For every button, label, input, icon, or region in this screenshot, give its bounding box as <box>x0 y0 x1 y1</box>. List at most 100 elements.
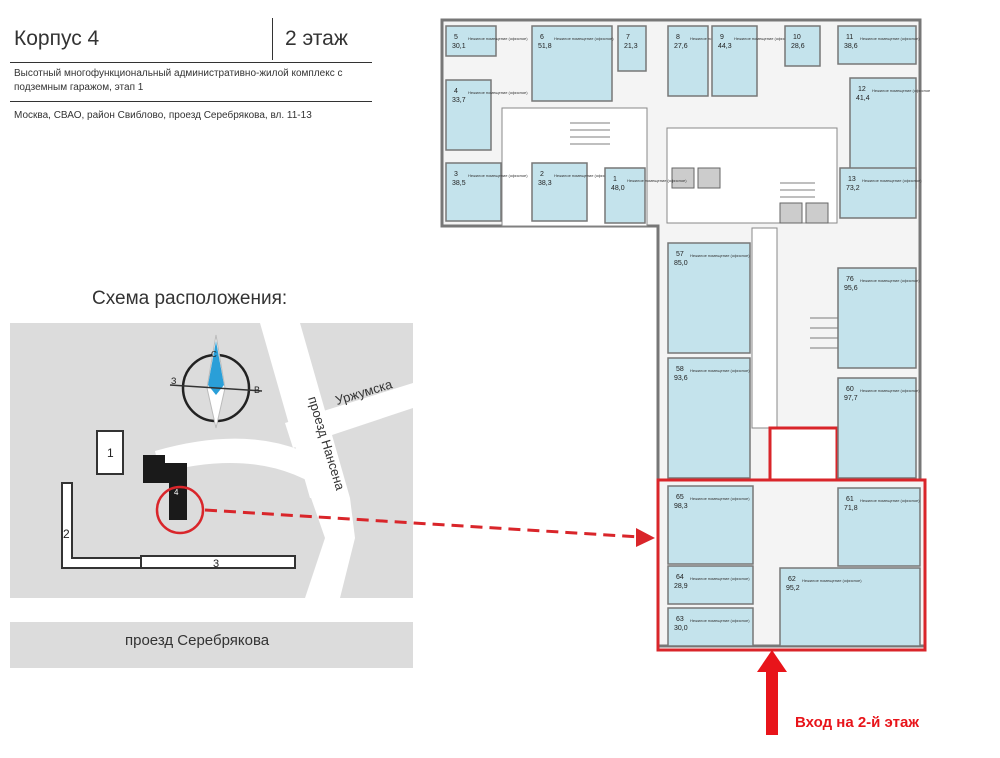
building-1 <box>96 430 124 475</box>
unit-area <box>839 167 917 219</box>
unit-number: 13 <box>848 176 856 183</box>
unit-number: 58 <box>676 366 684 373</box>
unit-number: 60 <box>846 386 854 393</box>
unit-area <box>617 25 647 72</box>
unit-area <box>667 485 754 565</box>
unit-area-value: 38,6 <box>844 43 858 50</box>
unit-type-label: Нежилое помещение (офисное) <box>468 90 528 95</box>
location-map: 1 2 3 4 С З В Уржумска проезд Нансена пр… <box>10 323 413 668</box>
street-serebryakova: проезд Серебрякова <box>125 632 270 649</box>
building-4-label: 4 <box>174 488 179 497</box>
unit-area-value: 38,3 <box>538 180 552 187</box>
unit-area <box>837 267 917 369</box>
unit-type-label: Нежилое помещение (офисное) <box>627 178 687 183</box>
unit-type-label: Нежилое помещение (офисное) <box>802 578 862 583</box>
unit-area-value: 95,6 <box>844 285 858 292</box>
unit-area-value: 21,3 <box>624 43 638 50</box>
unit-area-value: 93,6 <box>674 375 688 382</box>
unit-type-label: Нежилое помещение (офисное) <box>690 496 750 501</box>
unit-number: 5 <box>454 34 458 41</box>
unit-number: 12 <box>858 86 866 93</box>
building-3 <box>140 555 296 569</box>
lobby-highlight <box>768 426 839 482</box>
unit-area-value: 98,3 <box>674 503 688 510</box>
unit-type-label: Нежилое помещение (офисное) <box>690 368 750 373</box>
unit-type-label: Нежилое помещение (офисное) <box>862 178 922 183</box>
unit-area-value: 30,1 <box>452 43 466 50</box>
building-3-label: 3 <box>213 558 219 570</box>
compass-east: В <box>254 385 260 395</box>
unit-number: 8 <box>676 34 680 41</box>
unit-area-value: 38,5 <box>452 180 466 187</box>
unit-area-value: 41,4 <box>856 95 870 102</box>
road-urzhumskaya <box>285 383 413 448</box>
unit-area-value: 97,7 <box>844 395 858 402</box>
unit-area <box>445 25 497 57</box>
unit-type-label: Нежилое помещение (офисное) <box>860 278 920 283</box>
unit-type-label: Нежилое помещение (офисное) <box>872 88 930 93</box>
unit-area <box>667 242 751 354</box>
unit-number: 3 <box>454 171 458 178</box>
unit-number: 7 <box>626 34 630 41</box>
compass-west: З <box>171 376 176 386</box>
project-address: Москва, СВАО, район Свиблово, проезд Сер… <box>14 110 312 121</box>
header-rule-bottom <box>10 101 372 102</box>
unit-number: 4 <box>454 88 458 95</box>
unit-area-value: 48,0 <box>611 185 625 192</box>
unit-area <box>604 167 646 224</box>
unit-area-value: 44,3 <box>718 43 732 50</box>
building-4 <box>143 455 187 520</box>
unit-number: 11 <box>846 34 853 41</box>
unit-type-label: Нежилое помещение (офисное) <box>554 173 614 178</box>
unit-area <box>531 162 588 222</box>
road-nansena <box>260 323 350 498</box>
unit-type-label: Нежилое помещение (офисное) <box>860 388 920 393</box>
unit-area-value: 27,6 <box>674 43 688 50</box>
building-2-label: 2 <box>63 527 70 541</box>
unit-number: 64 <box>676 574 684 581</box>
target-circle <box>155 485 205 535</box>
unit-type-label: Нежилое помещение (офисное) <box>690 618 750 623</box>
unit-type-label: Нежилое помещение (офисное) <box>468 36 528 41</box>
corridor-vertical <box>751 227 778 429</box>
unit-number: 9 <box>720 34 724 41</box>
building-title: Корпус 4 <box>14 27 100 50</box>
unit-area <box>837 377 917 479</box>
unit-area <box>779 567 921 647</box>
compass-north: С <box>211 350 217 359</box>
unit-number: 6 <box>540 34 544 41</box>
unit-area <box>837 487 921 567</box>
unit-area-value: 30,0 <box>674 625 688 632</box>
unit-area <box>667 565 754 605</box>
unit-number: 76 <box>846 276 854 283</box>
building-1-label: 1 <box>107 446 114 460</box>
entrance-label: Вход на 2-й этаж <box>795 714 919 731</box>
unit-type-label: Нежилое помещение (офисное) <box>860 36 920 41</box>
unit-area <box>667 357 751 479</box>
floor-title: 2 этаж <box>285 27 348 50</box>
unit-area <box>531 25 613 102</box>
unit-type-label: Нежилое помещение (офисное) <box>468 173 528 178</box>
unit-area-value: 85,0 <box>674 260 688 267</box>
core-center <box>666 127 838 224</box>
unit-area-value: 71,8 <box>844 505 858 512</box>
unit-number: 62 <box>788 576 796 583</box>
unit-area-value: 51,8 <box>538 43 552 50</box>
